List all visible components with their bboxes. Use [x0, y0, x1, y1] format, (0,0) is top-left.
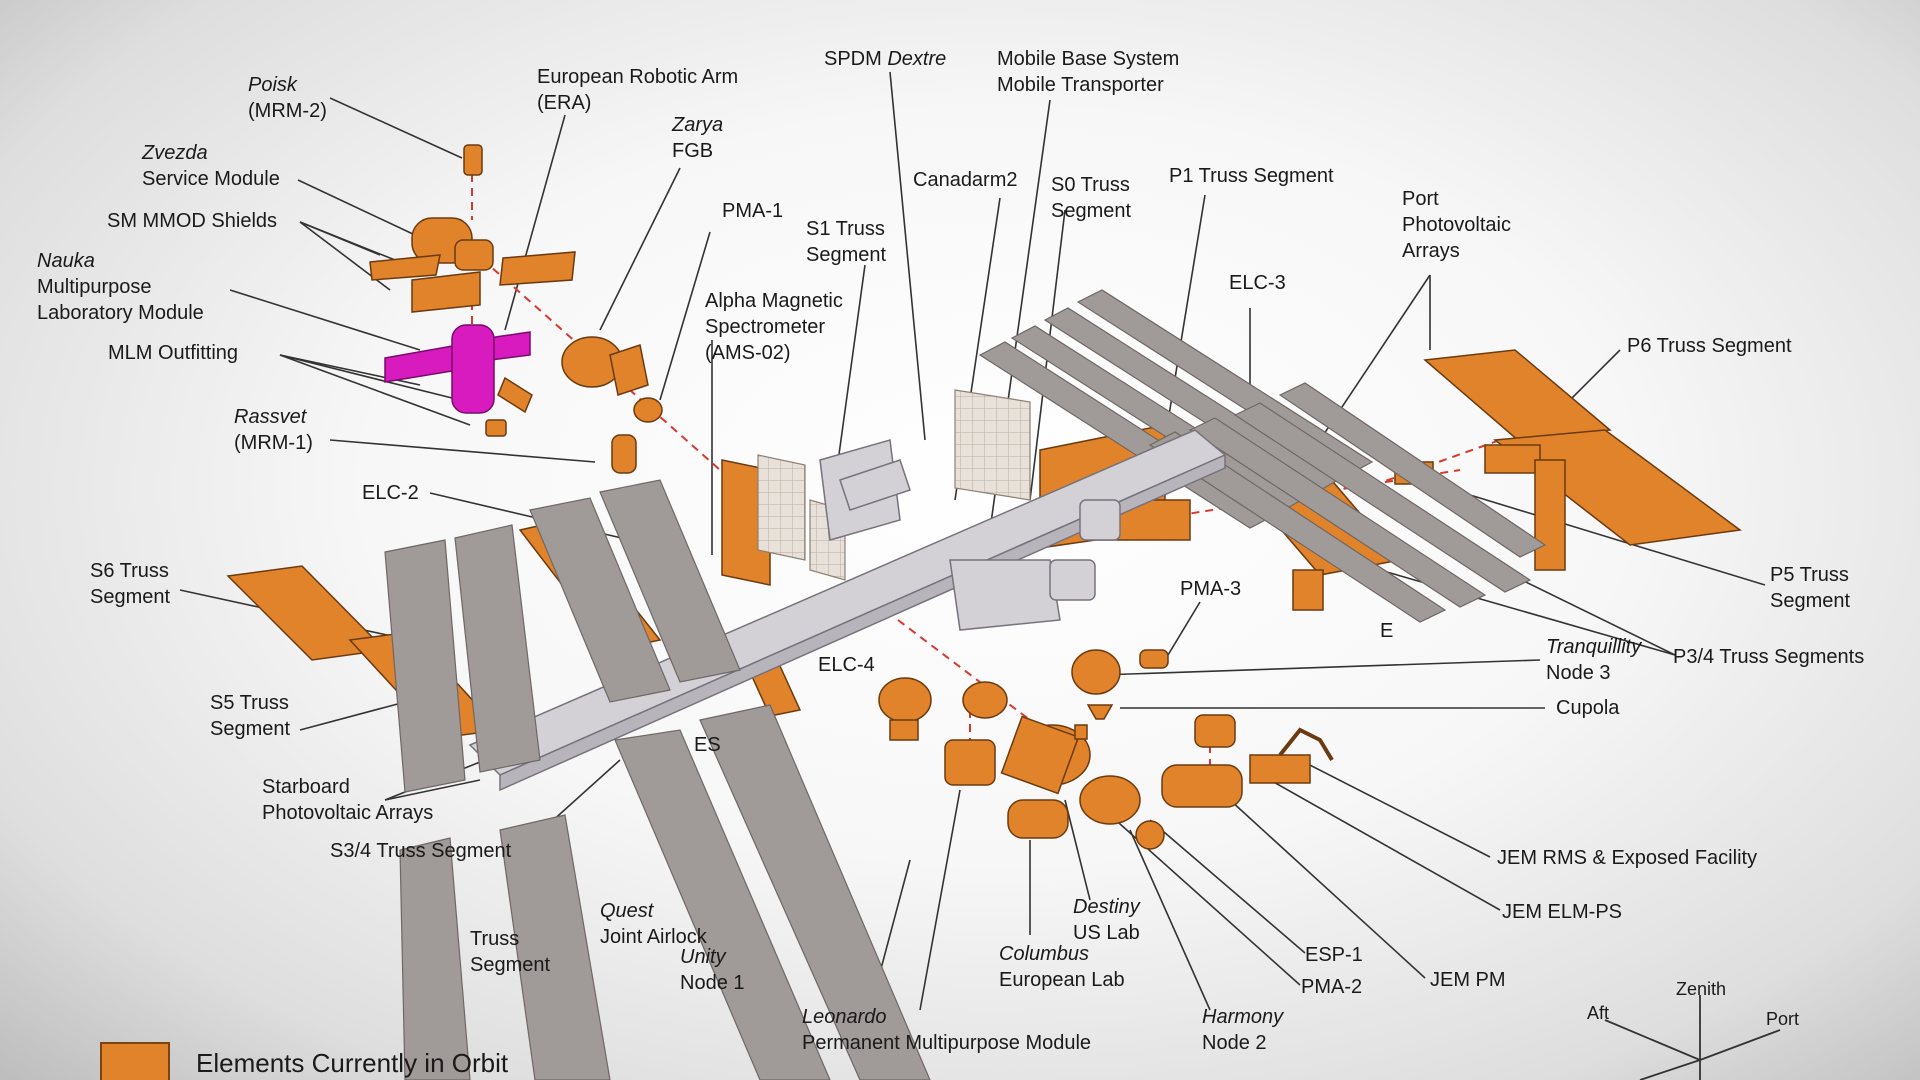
beige-panels [757, 389, 1031, 581]
russian-segment [369, 144, 663, 474]
label-p34-truss: P3/4 Truss Segments [1673, 646, 1865, 668]
columbus-module [1007, 799, 1069, 839]
label-esp-partial: ES [694, 734, 721, 756]
label-elc-partial: E [1380, 620, 1394, 642]
label-pma2: PMA-2 [1301, 976, 1363, 998]
label-p6-truss: P6 Truss Segment [1627, 335, 1792, 357]
pma2-adapter [1135, 820, 1165, 850]
label-era: European Robotic Arm(ERA) [537, 66, 739, 114]
legend-in-orbit: Elements Currently in Orbit [196, 1048, 509, 1078]
label-s34-truss: S3/4 Truss Segment [330, 840, 512, 862]
port-solar-arrays [978, 289, 1547, 623]
label-esp1: ESP-1 [1305, 944, 1363, 966]
jem-elm-module [1194, 714, 1236, 748]
compass-port: Port [1766, 1009, 1800, 1029]
label-pma3: PMA-3 [1180, 578, 1242, 600]
jem-rms-facility [1249, 727, 1334, 784]
label-p1-truss: P1 Truss Segment [1169, 165, 1334, 187]
esp1-platform [1074, 724, 1088, 740]
poisk-module [463, 144, 483, 176]
tranquility-node [1071, 649, 1121, 695]
label-mlm-outfitting: MLM Outfitting [108, 342, 239, 364]
label-cupola: Cupola [1556, 697, 1620, 719]
label-canadarm2: Canadarm2 [913, 169, 1018, 191]
jem-pm-module [1161, 764, 1243, 808]
label-elc3: ELC-3 [1229, 272, 1286, 294]
legend-swatch-in-orbit [100, 1042, 170, 1080]
pressurized-modules [878, 649, 1334, 850]
unity-node [962, 681, 1008, 719]
zarya-module [561, 336, 649, 396]
label-rassvet: Rassvet(MRM-1) [234, 406, 313, 454]
compass-aft: Aft [1587, 1003, 1610, 1023]
compass-rose [1604, 995, 1781, 1080]
cupola-module [1086, 704, 1114, 720]
label-pma1: PMA-1 [722, 200, 784, 222]
compass-zenith: Zenith [1676, 979, 1727, 999]
harmony-node [1079, 775, 1141, 825]
label-jem-pm: JEM PM [1430, 969, 1506, 991]
label-dextre: SPDM Dextre [824, 48, 947, 70]
destiny-module [1000, 715, 1091, 795]
pma3-adapter [1139, 649, 1169, 669]
esp2-platform [944, 739, 996, 786]
label-poisk: Poisk(MRM-2) [248, 74, 327, 122]
quest-airlock [878, 677, 932, 741]
label-elc2: ELC-2 [362, 482, 419, 504]
label-jem-rms: JEM RMS & Exposed Facility [1497, 847, 1758, 869]
pma1-adapter [633, 397, 663, 423]
label-jem-elm: JEM ELM-PS [1502, 901, 1623, 923]
nauka-module [384, 324, 533, 437]
label-elc4: ELC-4 [818, 654, 875, 676]
zvezda-module [369, 217, 576, 313]
starboard-solar-arrays [384, 479, 931, 1080]
rassvet-module [611, 434, 637, 474]
label-mmod: SM MMOD Shields [107, 210, 278, 232]
